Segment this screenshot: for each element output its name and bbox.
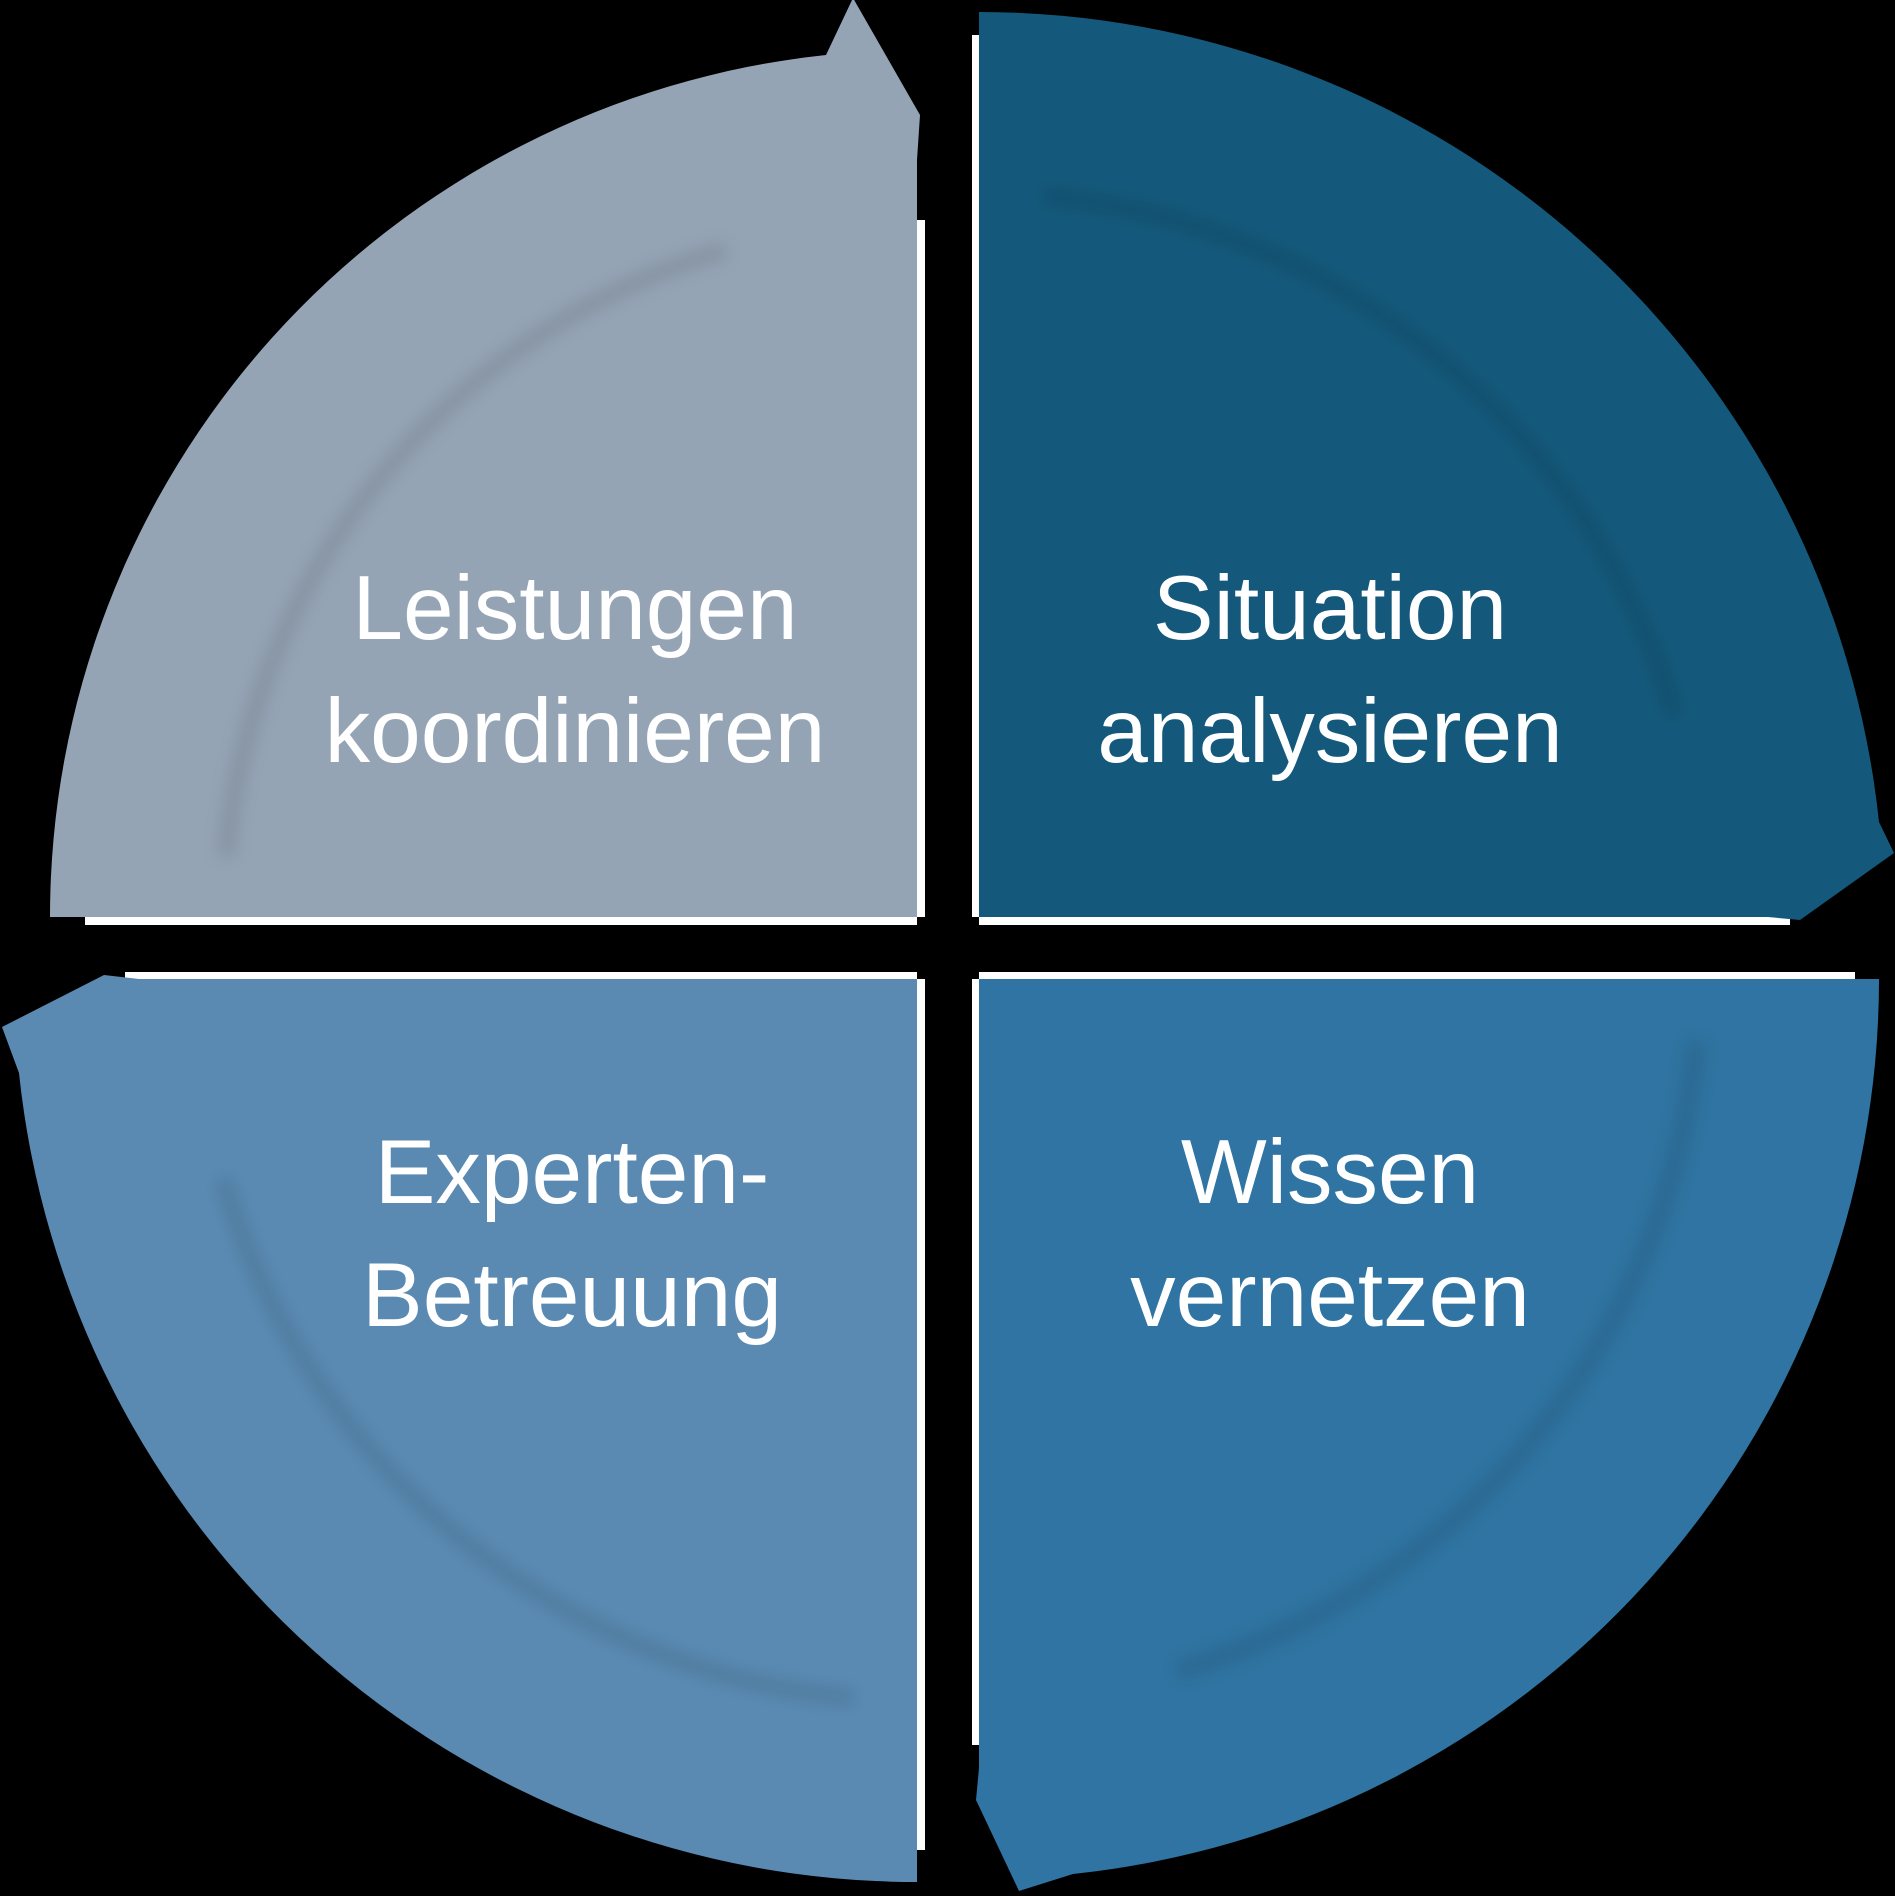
label-line: Leistungen — [352, 558, 798, 659]
label-line: vernetzen — [1130, 1245, 1530, 1346]
label-situation-analysieren: Situation analysieren — [1097, 547, 1562, 793]
label-line: koordinieren — [324, 681, 826, 782]
separator-lines — [85, 35, 1855, 1850]
inner-arc-shadow-top-right — [1041, 187, 1684, 720]
label-wissen-vernetzen: Wissen vernetzen — [1130, 1111, 1530, 1357]
label-line: Experten- — [374, 1122, 770, 1223]
label-experten-betreuung: Experten- Betreuung — [362, 1111, 782, 1357]
label-line: Situation — [1152, 558, 1508, 659]
label-line: Betreuung — [362, 1245, 782, 1346]
label-line: Wissen — [1180, 1122, 1480, 1223]
inner-arc-shadows — [214, 187, 1705, 1707]
label-line: analysieren — [1097, 681, 1563, 782]
inner-arc-shadow-bottom-right — [1174, 1041, 1705, 1680]
inner-arc-shadow-top-left — [217, 241, 729, 858]
label-leistungen-koordinieren: Leistungen koordinieren — [325, 547, 826, 793]
inner-arc-shadow-bottom-left — [214, 1175, 855, 1707]
